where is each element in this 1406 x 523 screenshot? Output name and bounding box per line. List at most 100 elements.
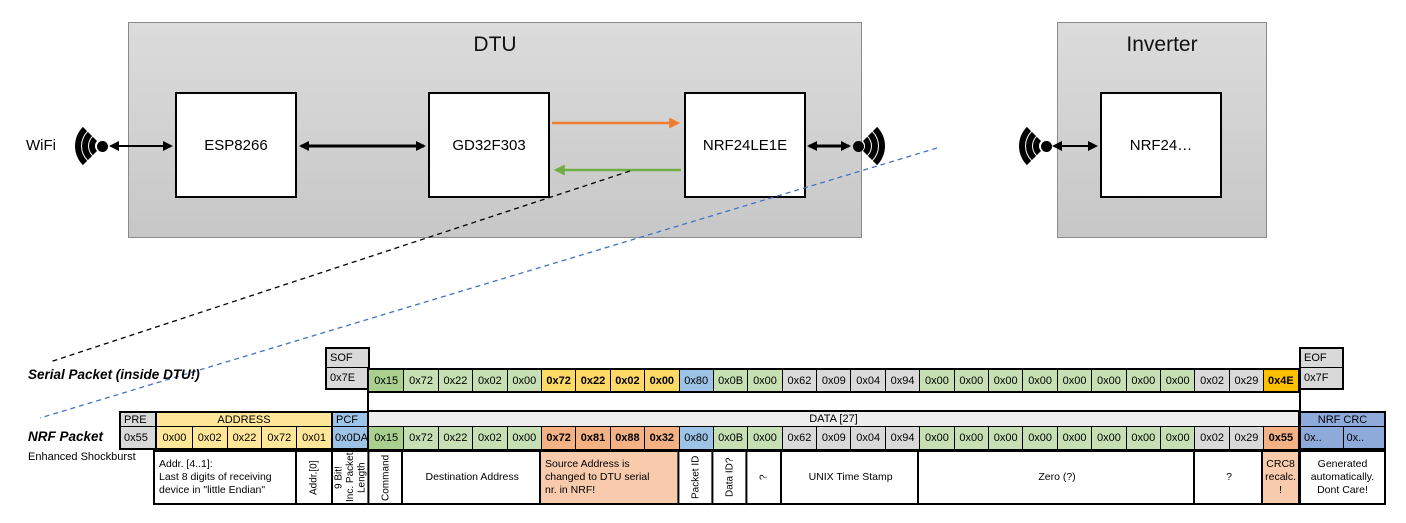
annotation-data: Packet ID	[676, 450, 715, 505]
wifi-label: WiFi	[26, 137, 56, 154]
byte-cell: 0x94	[884, 427, 920, 449]
chip-gd32f303: GD32F303	[428, 92, 550, 198]
chip-nrf24le1e: NRF24LE1E	[684, 92, 806, 198]
annotation-data: Zero (?)	[917, 450, 1197, 505]
crc-header: NRF CRC	[1301, 413, 1384, 427]
wifi-icon-dtu-right	[828, 116, 888, 176]
byte-cell: 0x88	[609, 427, 645, 449]
pre-value: 0x55	[121, 427, 155, 448]
eof-value: 0x7F	[1301, 368, 1342, 388]
byte-cell: 0x04	[850, 427, 885, 449]
byte-cell: 0x4E	[1263, 370, 1298, 391]
byte-cell: 0x29	[1228, 370, 1264, 391]
byte-cell: 0x22	[437, 370, 473, 391]
nrf-crc-group: NRF CRC 0x..0x..	[1299, 411, 1386, 450]
byte-cell: 0x02	[609, 370, 645, 391]
byte-cell: 0x00	[988, 370, 1023, 391]
byte-cell: 0x00	[644, 370, 679, 391]
byte-cell: 0x00	[747, 370, 782, 391]
wifi-icon-inverter	[1016, 116, 1076, 176]
byte-cell: 0x09	[816, 370, 851, 391]
annotation-data: ?	[745, 450, 784, 505]
nrf-pre-group: PRE 0x55	[119, 411, 157, 450]
byte-cell: 0x01	[296, 427, 331, 448]
byte-cell: 0x02	[472, 370, 507, 391]
address-header: ADDRESS	[157, 413, 331, 427]
byte-cell: 0x00	[1125, 427, 1160, 449]
data-header: DATA [27]	[369, 412, 1298, 427]
byte-cell: 0x..	[1301, 427, 1343, 448]
sof-header: SOF	[327, 349, 368, 368]
byte-cell: 0x80	[678, 370, 713, 391]
byte-cell: 0x72	[261, 427, 297, 448]
byte-cell: 0x02	[472, 427, 507, 449]
wifi-icon-dtu-left	[72, 116, 132, 176]
connector-left	[367, 391, 369, 411]
nrf-packet-label: NRF Packet	[28, 429, 104, 444]
serial-sof-group: SOF 0x7E	[325, 347, 370, 390]
serial-eof-group: EOF 0x7F	[1299, 347, 1344, 390]
connector-right	[1299, 389, 1301, 412]
byte-cell: 0x32	[644, 427, 679, 449]
byte-cell: 0x00	[919, 370, 954, 391]
byte-cell: 0x00	[1091, 427, 1126, 449]
byte-cell: 0x00	[1056, 370, 1092, 391]
byte-cell: 0x94	[884, 370, 920, 391]
byte-cell: 0x72	[403, 370, 438, 391]
byte-cell: 0x00	[1125, 370, 1160, 391]
nrf-pcf-group: PCF 0x0DA	[331, 411, 370, 450]
annotation-pcf: 9 Bit! Inc. Packet Length	[331, 450, 370, 505]
chip-nrf24-inverter: NRF24…	[1100, 92, 1222, 198]
byte-cell: 0x80	[678, 427, 713, 449]
byte-cell: 0x22	[575, 370, 610, 391]
pcf-header: PCF	[333, 413, 368, 427]
byte-cell: 0x00	[953, 370, 989, 391]
annotation-data: Source Address is changed to DTU serial …	[539, 450, 681, 505]
byte-cell: 0x00	[988, 427, 1023, 449]
byte-cell: 0x02	[1194, 370, 1229, 391]
byte-cell: 0x00	[1159, 370, 1195, 391]
byte-cell: 0x0B	[712, 370, 748, 391]
byte-cell: 0x00	[747, 427, 782, 449]
byte-cell: 0x00	[1091, 370, 1126, 391]
annotation-addr-0: Addr.[0]	[295, 450, 333, 505]
byte-cell: 0x00	[919, 427, 954, 449]
byte-cell: 0x00	[1159, 427, 1195, 449]
byte-cell: 0x02	[1194, 427, 1229, 449]
sof-value: 0x7E	[327, 368, 368, 388]
annotation-data: Destination Address	[401, 450, 543, 505]
byte-cell: 0x62	[781, 427, 817, 449]
chip-esp8266: ESP8266	[175, 92, 297, 198]
byte-cell: 0x72	[540, 427, 576, 449]
annotation-data: Data ID?	[711, 450, 750, 505]
byte-cell: 0x72	[540, 370, 576, 391]
annotation-data: CRC8 recalc. !	[1261, 450, 1300, 505]
byte-cell: 0x15	[369, 370, 404, 391]
dtu-title: DTU	[473, 33, 517, 56]
annotation-data: ?	[1192, 450, 1266, 505]
byte-cell: 0x62	[781, 370, 817, 391]
byte-cell: 0x22	[437, 427, 473, 449]
pcf-value: 0x0DA	[333, 427, 368, 448]
byte-cell: 0x00	[1022, 370, 1057, 391]
annotation-data: UNIX Time Stamp	[779, 450, 922, 505]
annotation-crc: Generated automatically. Dont Care!	[1299, 450, 1386, 505]
enhanced-shockburst-label: Enhanced Shockburst	[28, 451, 136, 463]
byte-cell: 0x04	[850, 370, 885, 391]
byte-cell: 0x09	[816, 427, 851, 449]
pre-header: PRE	[121, 413, 155, 427]
byte-cell: 0x22	[226, 427, 262, 448]
byte-cell: 0x00	[506, 370, 541, 391]
byte-cell: 0x55	[1263, 427, 1298, 449]
byte-cell: 0x00	[1022, 427, 1057, 449]
annotation-data: Command	[367, 450, 406, 505]
byte-cell: 0x72	[403, 427, 438, 449]
byte-cell: 0x15	[369, 427, 404, 449]
serial-packet-label: Serial Packet (inside DTU!)	[28, 367, 200, 382]
